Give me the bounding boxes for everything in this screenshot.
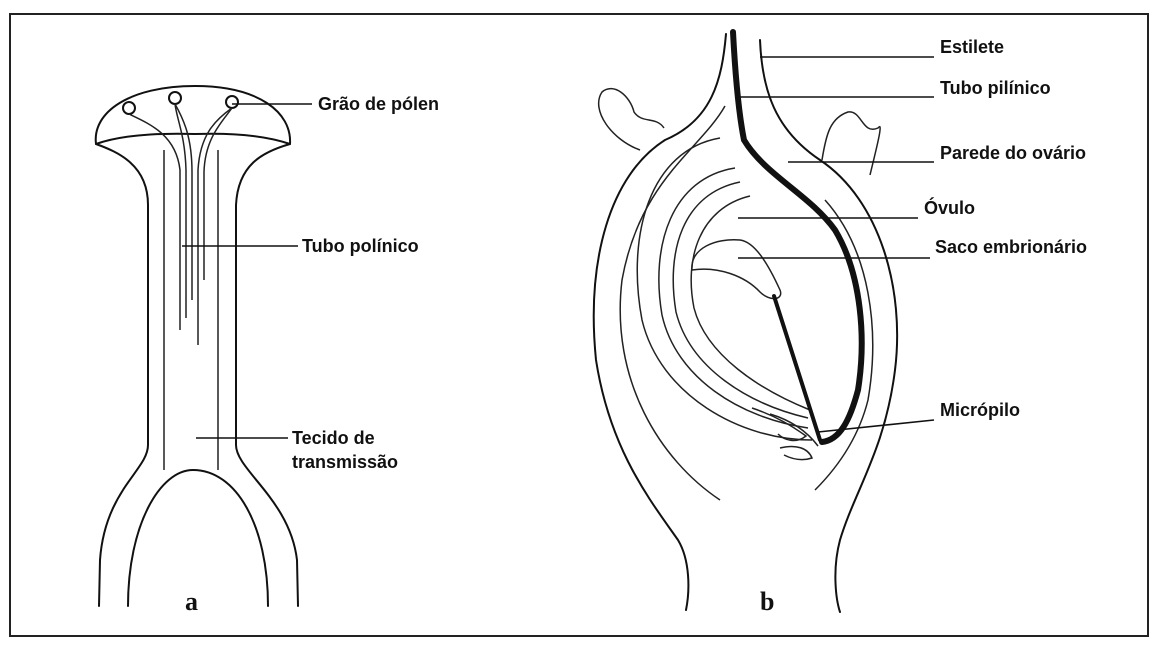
left-appendage [599, 89, 664, 150]
style-wall-left-b [594, 34, 726, 610]
callout-pollen-tube-b: Tubo pilínico [940, 78, 1051, 98]
callout-pollen-tube-a: Tubo polínico [302, 236, 419, 256]
style-wall-left [96, 144, 148, 606]
micropyle-lip-1 [752, 408, 806, 440]
callout-transmission-tissue-2: transmissão [292, 452, 398, 472]
callout-transmission-tissue-1: Tecido de [292, 428, 375, 448]
leader-micropyle [818, 420, 934, 432]
ovule-inner-1 [659, 168, 808, 428]
right-appendage [822, 112, 880, 175]
micropyle-lip-2 [780, 446, 812, 459]
callout-ovule: Óvulo [924, 197, 975, 218]
callout-micropyle: Micrópilo [940, 400, 1020, 420]
callout-embryo-sac: Saco embrionário [935, 237, 1087, 257]
ovule-inner-3 [691, 196, 810, 410]
pollen-grain-1 [123, 102, 135, 114]
panel-b-label: b [760, 587, 774, 616]
panel-a-label: a [185, 587, 198, 616]
callout-ovary-wall: Parede do ovário [940, 143, 1086, 163]
pollen-grain-2 [169, 92, 181, 104]
pollen-tube-1 [129, 114, 180, 330]
style-wall-right [236, 144, 298, 606]
embryo-sac [692, 240, 781, 299]
callout-pollen-grain: Grão de pólen [318, 94, 439, 114]
panel-b-drawing [594, 32, 934, 612]
stigma-cap [96, 86, 290, 144]
pollen-grain-3 [226, 96, 238, 108]
pollen-tube-4 [198, 108, 232, 345]
ovary-arch [128, 470, 268, 606]
panel-a-drawing [96, 86, 312, 606]
style-wall-right-b [760, 40, 897, 612]
callout-style: Estilete [940, 37, 1004, 57]
